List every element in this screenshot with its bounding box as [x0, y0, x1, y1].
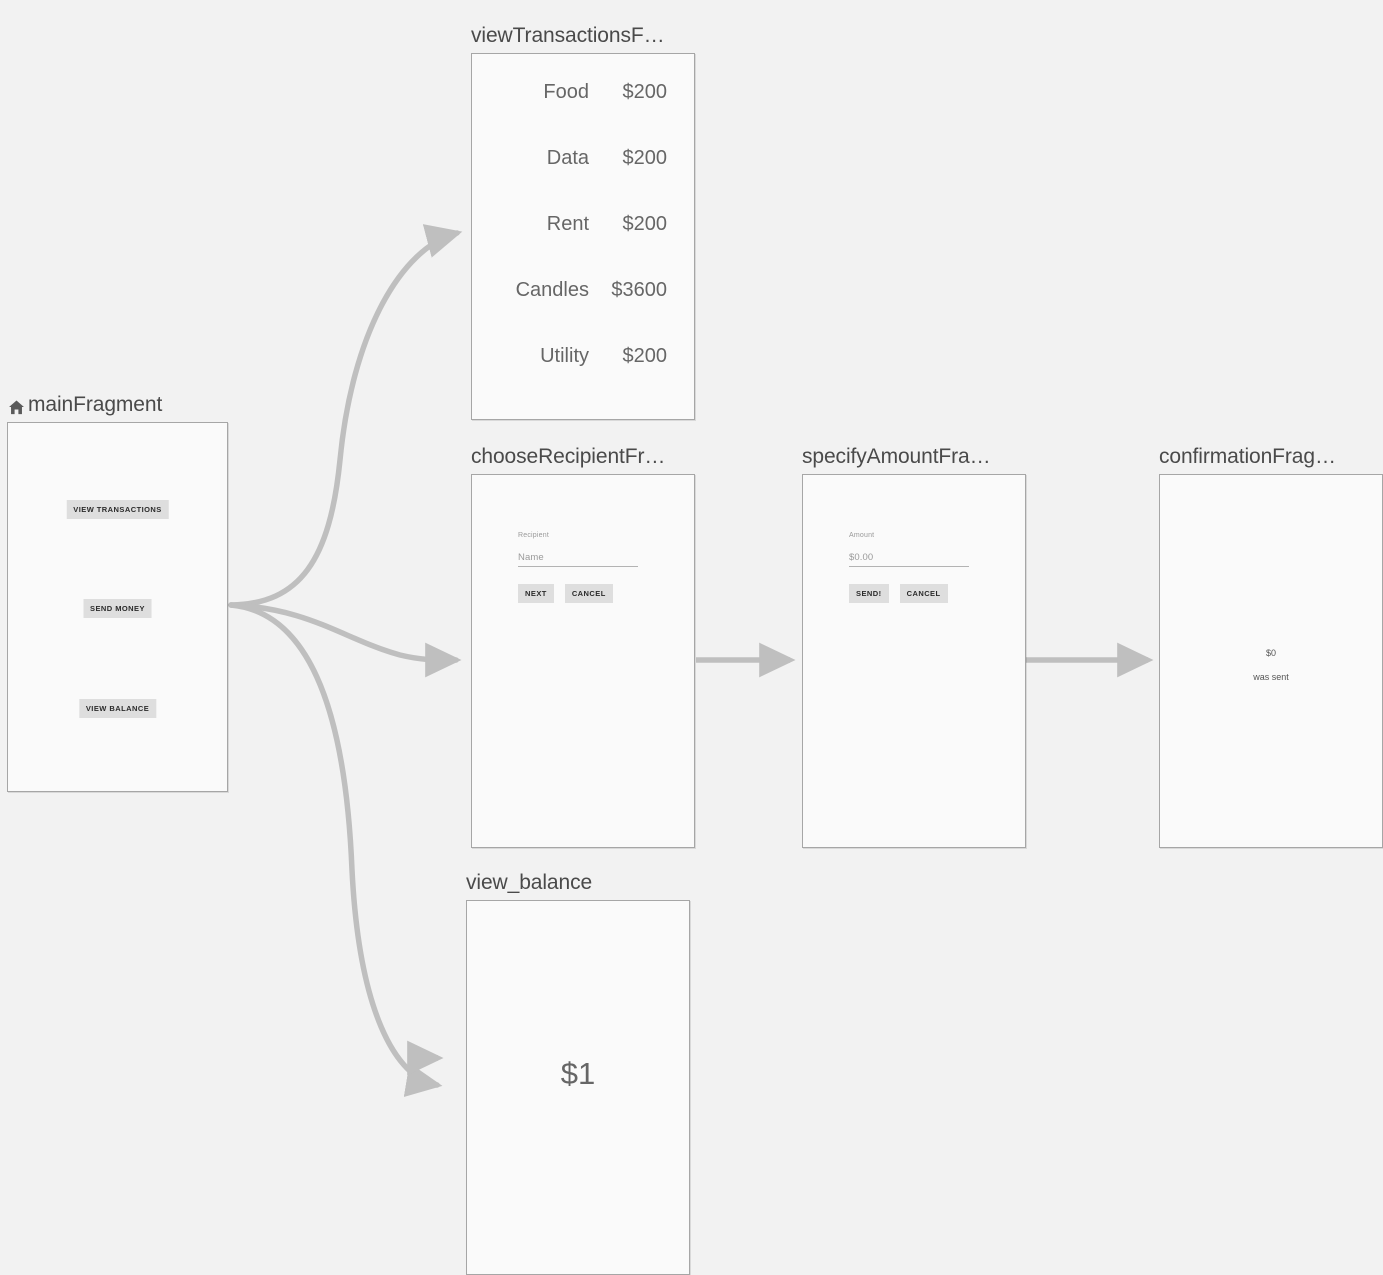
node-body-specify-amount-fragment: Amount $0.00 SEND! CANCEL — [802, 474, 1026, 848]
button-view-transactions[interactable]: VIEW TRANSACTIONS — [66, 500, 169, 519]
recipient-label: Recipient — [518, 532, 549, 539]
send-button[interactable]: SEND! — [849, 584, 889, 603]
node-title-text: viewTransactionsF… — [471, 24, 665, 47]
transaction-amount: $200 — [622, 345, 668, 367]
node-view-balance[interactable]: view_balance $1 — [466, 871, 690, 1275]
node-frame — [1159, 474, 1383, 848]
transaction-name: Candles — [515, 279, 589, 301]
node-title-text: chooseRecipientFr… — [471, 445, 666, 468]
cancel-button[interactable]: CANCEL — [899, 584, 948, 603]
node-body-view-transactions-fragment: Food $200 Data $200 Rent $200 Candles $3… — [471, 53, 695, 420]
node-title-confirmation-fragment: confirmationFrag… — [1159, 445, 1336, 469]
node-choose-recipient-fragment[interactable]: chooseRecipientFr… Recipient Name NEXT C… — [471, 445, 695, 848]
transaction-name: Utility — [540, 345, 589, 367]
node-confirmation-fragment[interactable]: confirmationFrag… $0 was sent — [1159, 445, 1383, 848]
home-icon — [7, 398, 26, 417]
node-main-fragment[interactable]: mainFragment VIEW TRANSACTIONS SEND MONE… — [7, 393, 228, 792]
transaction-name: Food — [543, 81, 589, 103]
node-title-text: mainFragment — [28, 393, 163, 416]
button-view-balance[interactable]: VIEW BALANCE — [78, 699, 157, 718]
table-row: Food $200 — [471, 81, 695, 147]
node-title-choose-recipient-fragment: chooseRecipientFr… — [471, 445, 665, 469]
node-body-choose-recipient-fragment: Recipient Name NEXT CANCEL — [471, 474, 695, 848]
edge-main-to-choose-recipient[interactable] — [228, 602, 462, 678]
node-frame — [7, 422, 228, 792]
node-body-view-balance: $1 — [466, 900, 690, 1275]
node-title-specify-amount-fragment: specifyAmountFra… — [802, 445, 991, 469]
table-row: Candles $3600 — [471, 279, 695, 345]
confirmation-message-block: $0 was sent — [1159, 648, 1383, 682]
node-frame — [466, 900, 690, 1275]
confirmation-amount: $0 — [1265, 648, 1276, 658]
node-specify-amount-fragment[interactable]: specifyAmountFra… Amount $0.00 SEND! CAN… — [802, 445, 1026, 848]
transactions-list: Food $200 Data $200 Rent $200 Candles $3… — [471, 81, 695, 411]
node-frame — [471, 474, 695, 848]
button-send-money[interactable]: SEND MONEY — [83, 599, 152, 618]
table-row: Utility $200 — [471, 345, 695, 411]
node-title-text: view_balance — [466, 871, 593, 894]
recipient-form-actions: NEXT CANCEL — [518, 584, 658, 603]
confirmation-message: was sent — [1253, 672, 1289, 682]
node-body-confirmation-fragment: $0 was sent — [1159, 474, 1383, 848]
node-frame — [471, 53, 695, 420]
node-title-main-fragment: mainFragment — [7, 393, 162, 417]
transaction-name: Data — [546, 147, 589, 169]
recipient-name-input[interactable]: Name — [518, 552, 638, 567]
amount-form-actions: SEND! CANCEL — [849, 584, 989, 603]
amount-input[interactable]: $0.00 — [849, 552, 969, 567]
transaction-name: Rent — [546, 213, 589, 235]
recipient-form: Recipient Name NEXT CANCEL — [518, 532, 658, 603]
amount-form: Amount $0.00 SEND! CANCEL — [849, 532, 989, 603]
transaction-amount: $200 — [622, 81, 668, 103]
transaction-amount: $200 — [622, 213, 668, 235]
balance-amount: $1 — [560, 1056, 596, 1091]
node-title-text: confirmationFrag… — [1159, 445, 1336, 468]
edge-main-to-view-balance[interactable] — [228, 602, 443, 1097]
node-title-view-balance: view_balance — [466, 871, 592, 895]
balance-block: $1 — [466, 1056, 690, 1092]
node-frame — [802, 474, 1026, 848]
cancel-button[interactable]: CANCEL — [564, 584, 613, 603]
edge-main-to-view-transactions[interactable] — [228, 224, 463, 608]
node-body-main-fragment: VIEW TRANSACTIONS SEND MONEY VIEW BALANC… — [7, 422, 228, 792]
transaction-amount: $200 — [622, 147, 668, 169]
node-view-transactions-fragment[interactable]: viewTransactionsF… Food $200 Data $200 R… — [471, 24, 695, 420]
amount-label: Amount — [849, 532, 875, 539]
node-title-text: specifyAmountFra… — [802, 445, 991, 468]
node-title-view-transactions-fragment: viewTransactionsF… — [471, 24, 665, 48]
table-row: Rent $200 — [471, 213, 695, 279]
next-button[interactable]: NEXT — [518, 584, 554, 603]
table-row: Data $200 — [471, 147, 695, 213]
transaction-amount: $3600 — [611, 279, 667, 301]
